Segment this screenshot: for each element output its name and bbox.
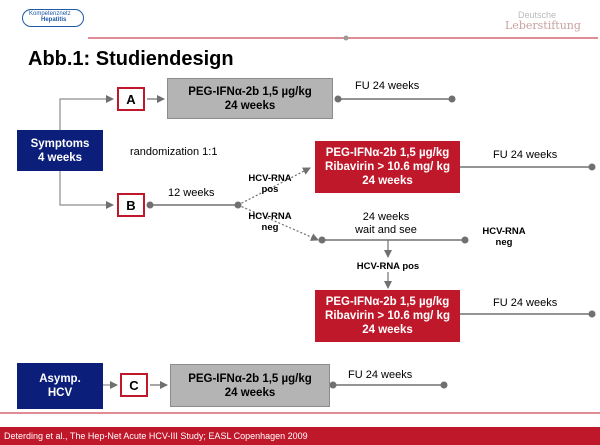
fu-c-start-dot <box>329 381 337 389</box>
hcv-rna-neg-right-label: HCV-RNA neg <box>476 226 532 248</box>
fu-c-end-dot <box>440 381 448 389</box>
wait-line1: 24 weeks <box>362 211 410 223</box>
arm-a-treatment-box: PEG-IFNα-2b 1,5 µg/kg 24 weeks <box>167 78 333 119</box>
fu-a-label: FU 24 weeks <box>355 80 420 92</box>
fu-c-label: FU 24 weeks <box>348 369 413 381</box>
footer-citation: Deterding et al., The Hep-Net Acute HCV-… <box>4 431 308 441</box>
fu-a-end-dot <box>448 95 456 103</box>
randomization-label: randomization 1:1 <box>130 146 218 158</box>
fu-combo1-label: FU 24 weeks <box>493 149 558 161</box>
combo2-line1: PEG-IFNα-2b 1,5 µg/kg <box>325 296 450 308</box>
symptoms-to-b-line <box>59 170 114 209</box>
hcv-rna-pos-label: HCV-RNA pos <box>244 173 296 195</box>
arm-c-treatment-line2: 24 weeks <box>224 386 276 399</box>
combo-therapy-box-2: PEG-IFNα-2b 1,5 µg/kg Ribavirin > 10.6 m… <box>315 290 460 342</box>
wait-start-dot <box>318 236 326 244</box>
asymp-line2: HCV <box>47 387 73 399</box>
hcv-rna-pos-line2: pos <box>261 184 279 195</box>
arm-c-treatment-line1: PEG-IFNα-2b 1,5 µg/kg <box>188 372 312 385</box>
hcv-rna-pos-center-label: HCV-RNA pos <box>356 261 420 272</box>
asymp-group-box: Asymp. HCV <box>17 363 103 409</box>
fu-combo2-label: FU 24 weeks <box>493 297 558 309</box>
branch-neg-arrow <box>237 204 319 241</box>
fu-combo2-end-dot <box>588 310 596 318</box>
kompetenznetz-logo: Kompetenznetz Hepatitis <box>22 9 84 27</box>
hcv-rna-neg-line1: HCV-RNA <box>248 211 292 222</box>
page-title: Abb.1: Studiendesign <box>28 48 234 70</box>
hcv-rna-neg-right-line1: HCV-RNA <box>482 226 526 237</box>
logo-left-line1: Kompetenznetz <box>29 11 71 17</box>
symptoms-to-a-line <box>59 95 114 130</box>
fu-a-start-dot <box>334 95 342 103</box>
symptoms-line1: Symptoms <box>30 137 90 150</box>
wait-and-see-label: 24 weeks wait and see <box>340 211 432 237</box>
arm-a-treatment-line2: 24 weeks <box>224 99 276 112</box>
combo-therapy-box-1: PEG-IFNα-2b 1,5 µg/kg Ribavirin > 10.6 m… <box>315 141 460 193</box>
hcv-rna-pos-line1: HCV-RNA <box>248 173 292 184</box>
fu-combo1-end-dot <box>588 163 596 171</box>
logo-right-line1: Deutsche <box>518 10 557 20</box>
hcv-rna-neg-label: HCV-RNA neg <box>244 211 296 233</box>
combo1-line2: Ribavirin > 10.6 mg/ kg <box>325 161 450 173</box>
combo1-line3: 24 weeks <box>362 175 413 187</box>
arm-a-treatment-line1: PEG-IFNα-2b 1,5 µg/kg <box>188 85 312 98</box>
symptoms-line2: 4 weeks <box>37 151 83 164</box>
arm-c-treatment-box: PEG-IFNα-2b 1,5 µg/kg 24 weeks <box>170 364 330 407</box>
logo-right-line2: Leberstiftung <box>505 19 581 32</box>
footer-bar: Deterding et al., The Hep-Net Acute HCV-… <box>0 427 600 445</box>
header-rule-dot <box>343 35 349 41</box>
twelve-weeks-label: 12 weeks <box>168 187 215 199</box>
wait-line2: wait and see <box>355 224 417 236</box>
logo-left-line2: Hepatitis <box>41 17 67 23</box>
combo1-line1: PEG-IFNα-2b 1,5 µg/kg <box>325 147 450 159</box>
asymp-line1: Asymp. <box>39 373 81 385</box>
combo2-line3: 24 weeks <box>362 324 413 336</box>
symptoms-group-box: Symptoms 4 weeks <box>17 130 103 171</box>
arm-b-label: B <box>117 193 145 217</box>
arm-c-label: C <box>120 373 148 397</box>
hcv-rna-neg-right-line2: neg <box>495 237 513 248</box>
combo2-line2: Ribavirin > 10.6 mg/ kg <box>325 310 450 322</box>
branch-pos-arrow <box>237 167 311 206</box>
b-start-dot <box>146 201 154 209</box>
wait-end-dot <box>461 236 469 244</box>
hcv-rna-neg-line2: neg <box>261 222 279 233</box>
arm-a-label: A <box>117 87 145 111</box>
